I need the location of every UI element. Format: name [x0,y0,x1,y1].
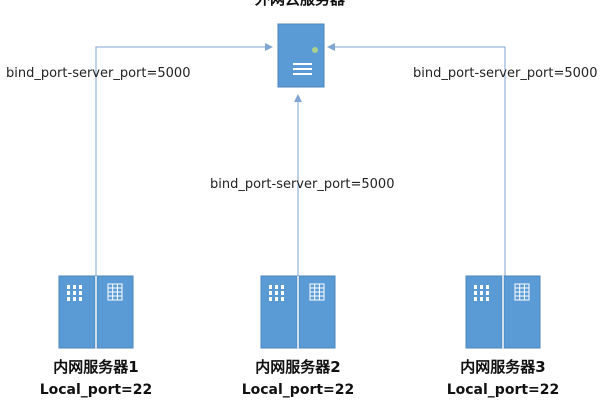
status-led-icon [312,47,318,53]
edge-label-right: bind_port-server_port=5000 [413,66,597,81]
server-tower-icon [277,23,325,88]
connector-left [95,43,273,276]
connectors [95,43,506,276]
server-rack-icon [465,275,541,349]
internal-server-2: 内网服务器2 Local_port=22 [242,275,355,398]
server-rack-icon [58,275,134,349]
cloud-server-title: 外网云服务器 [254,0,346,8]
internal-server-port: Local_port=22 [447,382,560,398]
connector-right [327,43,506,276]
internal-server-port: Local_port=22 [242,382,355,398]
internal-server-name: 内网服务器1 [53,358,138,376]
cloud-server: 外网云服务器 [254,0,346,88]
server-rack-icon [260,275,336,349]
internal-server-1: 内网服务器1 Local_port=22 [40,275,153,398]
edge-label-left: bind_port-server_port=5000 [6,66,190,81]
internal-server-name: 内网服务器3 [460,358,545,376]
edge-label-center: bind_port-server_port=5000 [210,177,394,192]
internal-server-port: Local_port=22 [40,382,153,398]
internal-server-3: 内网服务器3 Local_port=22 [447,275,560,398]
internal-server-name: 内网服务器2 [255,358,340,376]
